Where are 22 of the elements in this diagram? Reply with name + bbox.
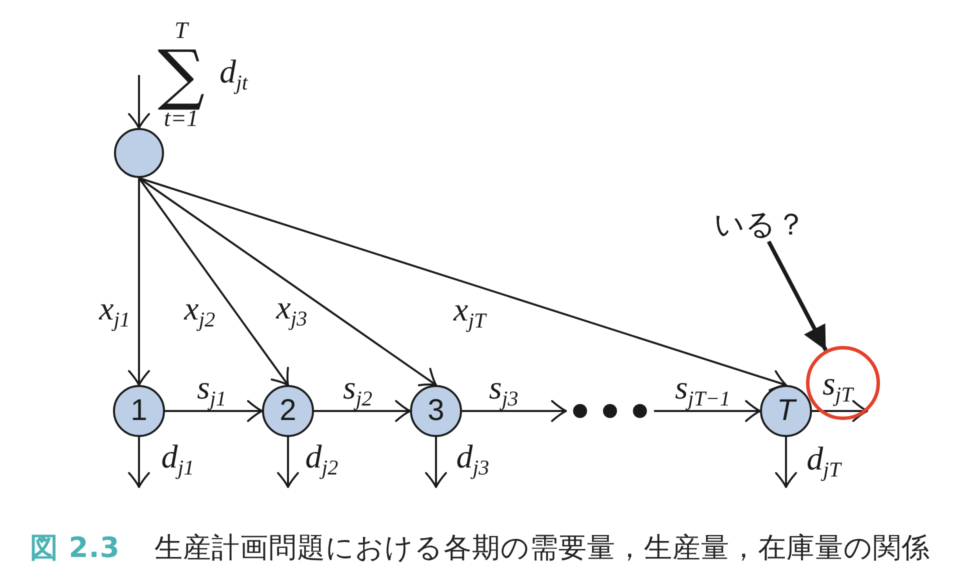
- edge-label: x$_{j3}$: [274, 290, 308, 332]
- circle-node: [114, 128, 164, 178]
- circle-node: T: [760, 385, 812, 437]
- circle-node: 3: [410, 385, 462, 437]
- circle-node: 2: [262, 385, 314, 437]
- edge-label: s$_{jT}$: [821, 366, 855, 408]
- callout-text: いる？: [714, 208, 806, 242]
- leader-arrow: [766, 240, 828, 352]
- edge-label: s$_{j1}$: [196, 370, 228, 412]
- edge-label: d$_{j2}$: [304, 440, 340, 482]
- edge-label: s$_{jT−1}$: [674, 370, 732, 412]
- edge-label: d$_{jT}$: [806, 442, 843, 484]
- edge-label: d$_{j3}$: [455, 440, 490, 482]
- edge-label: x$_{jT}$: [452, 292, 488, 334]
- figure-caption: 図 2.3 生産計画問題における各期の需要量，生産量，在庫量の関係: [30, 531, 930, 565]
- edge-label: x$_{j1}$: [98, 292, 132, 334]
- edge-label: x$_{j2}$: [182, 292, 216, 334]
- circle-node: 1: [113, 385, 165, 437]
- edge-label: s$_{j2}$: [342, 370, 374, 412]
- highlight-circle: [806, 346, 880, 420]
- edge-label: s$_{j3}$: [488, 370, 520, 412]
- edge-label: d$_{j1}$: [160, 440, 196, 482]
